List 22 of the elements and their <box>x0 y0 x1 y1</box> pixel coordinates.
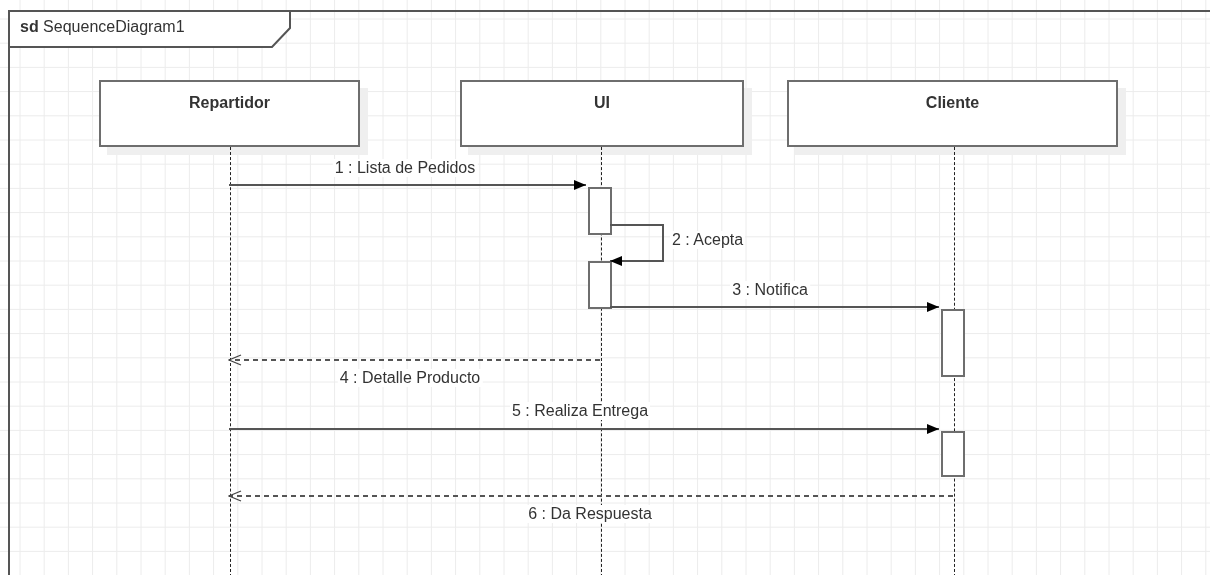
participant-name: Repartidor <box>188 94 271 112</box>
activation-bar <box>941 309 965 377</box>
message-label: 4 : Detalle Producto <box>337 369 483 387</box>
activation-bar <box>588 261 612 309</box>
message-label: 5 : Realiza Entrega <box>509 402 651 420</box>
diagram-frame <box>8 10 1210 575</box>
message-label: 3 : Notifica <box>730 281 810 299</box>
message-label: 6 : Da Respuesta <box>526 505 654 523</box>
message-arrow <box>228 424 940 434</box>
message-arrow <box>228 180 587 190</box>
frame-title: sd SequenceDiagram1 <box>20 18 185 36</box>
message-label: 2 : Acepta <box>670 231 746 249</box>
participant-name: Cliente <box>924 94 981 112</box>
message-label: 1 : Lista de Pedidos <box>332 159 478 177</box>
activation-bar <box>941 431 965 477</box>
return-message-arrow <box>228 354 601 366</box>
message-arrow <box>609 302 940 312</box>
activation-bar <box>588 187 612 235</box>
lifeline <box>230 147 232 575</box>
return-message-arrow <box>228 490 954 502</box>
participant-name: UI <box>593 94 611 112</box>
message-arrow <box>609 224 664 266</box>
